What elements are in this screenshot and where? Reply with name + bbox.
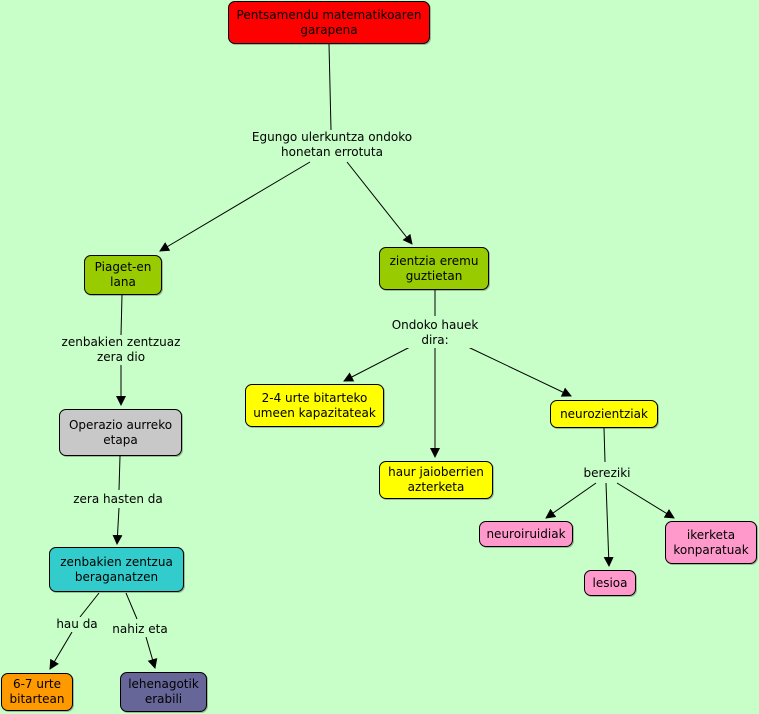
link-zentzuaz: zenbakien zentzuaz zera dio (58, 335, 184, 365)
link-ondoko: Ondoko hauek dira: (383, 318, 487, 348)
node-6-7-urte[interactable]: 6-7 urte bitartean (1, 673, 73, 711)
edge-bereziki-neuroirudiak (545, 482, 597, 519)
edge-egungo-piaget (159, 161, 311, 252)
node-lesioa[interactable]: lesioa (584, 570, 636, 596)
node-operazio-label: Operazio aurreko etapa (68, 417, 173, 447)
node-ikerketa-label: ikerketa konparatuak (673, 527, 749, 557)
edge-operazio-hasten (118, 455, 121, 491)
node-haur-label: haur jaioberrien azterketa (388, 465, 484, 494)
link-nahiz: nahiz eta (108, 622, 172, 637)
node-neurozientziak-label: neurozientziak (560, 406, 648, 421)
node-neurozientziak[interactable]: neurozientziak (550, 400, 658, 428)
node-operazio[interactable]: Operazio aurreko etapa (59, 409, 182, 456)
edge-nahiz-lehenagotik (145, 636, 158, 669)
node-zientzia[interactable]: zientzia eremu guztietan (379, 247, 489, 290)
node-piaget[interactable]: Piaget-en lana (84, 255, 162, 295)
link-hasten: zera hasten da (68, 492, 168, 507)
edge-ondoko-urte24 (343, 346, 411, 382)
node-piaget-label: Piaget-en lana (94, 260, 152, 289)
node-zientzia-label: zientzia eremu guztietan (389, 253, 479, 283)
node-neuroirudiak-label: neuroiruidiak (486, 526, 566, 541)
edge-zenbakien-hau (79, 592, 100, 618)
edge-bereziki-ikerketa (616, 482, 675, 519)
node-haur[interactable]: haur jaioberrien azterketa (379, 461, 493, 499)
node-zenbakien[interactable]: zenbakien zentzua beraganatzen (49, 547, 184, 592)
link-hau-da: hau da (53, 617, 101, 632)
node-root[interactable]: Pentsamendu matematikoaren garapena (228, 1, 430, 44)
link-bereziki: bereziki (578, 466, 636, 481)
edge-ondoko-neuro (467, 346, 572, 397)
node-lesioa-label: lesioa (592, 575, 628, 590)
node-6-7-urte-label: 6-7 urte bitartean (9, 677, 65, 706)
node-2-4-urte[interactable]: 2-4 urte bitarteko umeen kapazitateak (245, 384, 384, 427)
node-lehenagotik[interactable]: lehenagotik erabili (120, 672, 207, 712)
edge-root-egungo (328, 43, 332, 131)
node-neuroirudiak[interactable]: neuroiruidiak (479, 521, 573, 547)
node-zenbakien-label: zenbakien zentzua beraganatzen (60, 554, 173, 584)
node-root-label: Pentsamendu matematikoaren garapena (236, 7, 422, 37)
node-ikerketa[interactable]: ikerketa konparatuak (665, 521, 757, 564)
edge-hasten-zenbakien (112, 507, 123, 545)
edge-zenbakien-nahiz (125, 592, 138, 620)
node-lehenagotik-label: lehenagotik erabili (128, 677, 199, 706)
node-2-4-urte-label: 2-4 urte bitarteko umeen kapazitateak (253, 390, 376, 420)
link-egungo: Egungo ulerkuntza ondoko honetan errotut… (246, 130, 418, 160)
edge-neuro-bereziki (603, 427, 606, 463)
edge-piaget-zentzuaz (120, 294, 123, 336)
edge-hau-urte67 (49, 631, 73, 670)
edge-bereziki-lesioa (603, 482, 614, 567)
edge-egungo-zientzia (346, 161, 413, 245)
